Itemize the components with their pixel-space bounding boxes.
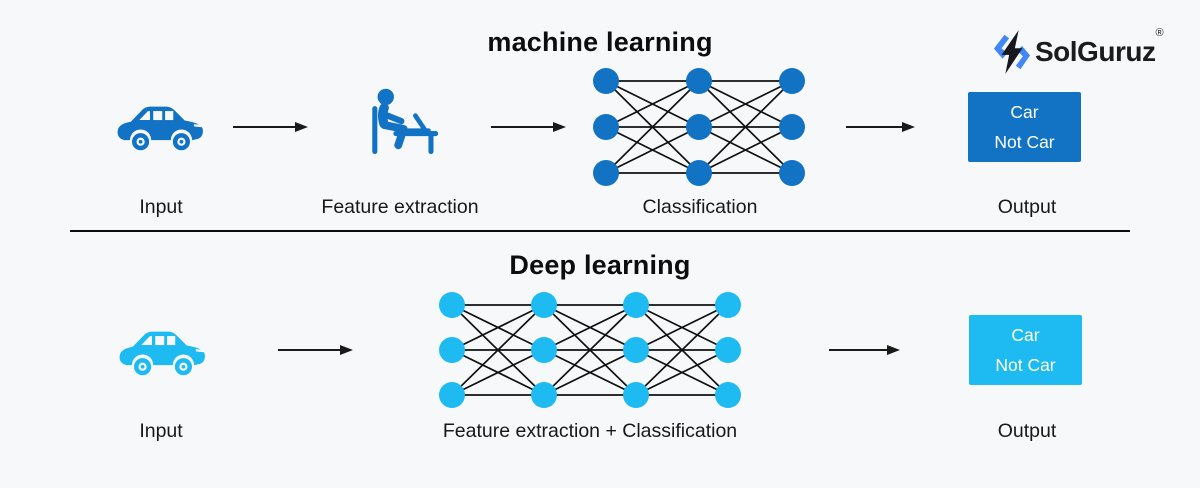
solguruz-bolt-icon — [993, 30, 1031, 74]
dl-output-label: Output — [997, 420, 1057, 442]
neural-network-dl — [438, 291, 742, 409]
section-divider — [70, 230, 1130, 232]
output-box-dl: Car Not Car — [969, 315, 1082, 385]
ml-input-label: Input — [139, 196, 183, 218]
ml-classification-label: Classification — [642, 196, 758, 218]
arrow-right-icon — [278, 349, 340, 351]
output-line-car: Car — [1011, 324, 1040, 345]
dl-feature-classification-label: Feature extraction + Classification — [442, 420, 738, 442]
deep-learning-title: Deep learning — [509, 250, 691, 280]
machine-learning-title: machine learning — [487, 27, 713, 57]
ml-output-label: Output — [997, 196, 1057, 218]
output-line-not-car: Not Car — [995, 354, 1056, 375]
registered-mark: ® — [1155, 27, 1164, 39]
car-icon — [112, 96, 210, 158]
ml-feature-extraction-label: Feature extraction — [321, 196, 479, 218]
arrow-right-icon — [829, 349, 887, 351]
brand-logo: SolGuruz® — [993, 27, 1164, 74]
neural-network-ml — [592, 67, 806, 187]
output-line-car: Car — [1010, 101, 1039, 122]
arrow-right-icon — [491, 126, 553, 128]
person-at-desk-icon — [360, 86, 438, 164]
dl-input-label: Input — [139, 420, 183, 442]
car-icon — [114, 321, 212, 383]
output-line-not-car: Not Car — [994, 131, 1055, 152]
arrow-right-icon — [846, 126, 902, 128]
output-box-ml: Car Not Car — [968, 92, 1081, 162]
arrow-right-icon — [233, 126, 295, 128]
brand-name: SolGuruz® — [1035, 27, 1164, 67]
